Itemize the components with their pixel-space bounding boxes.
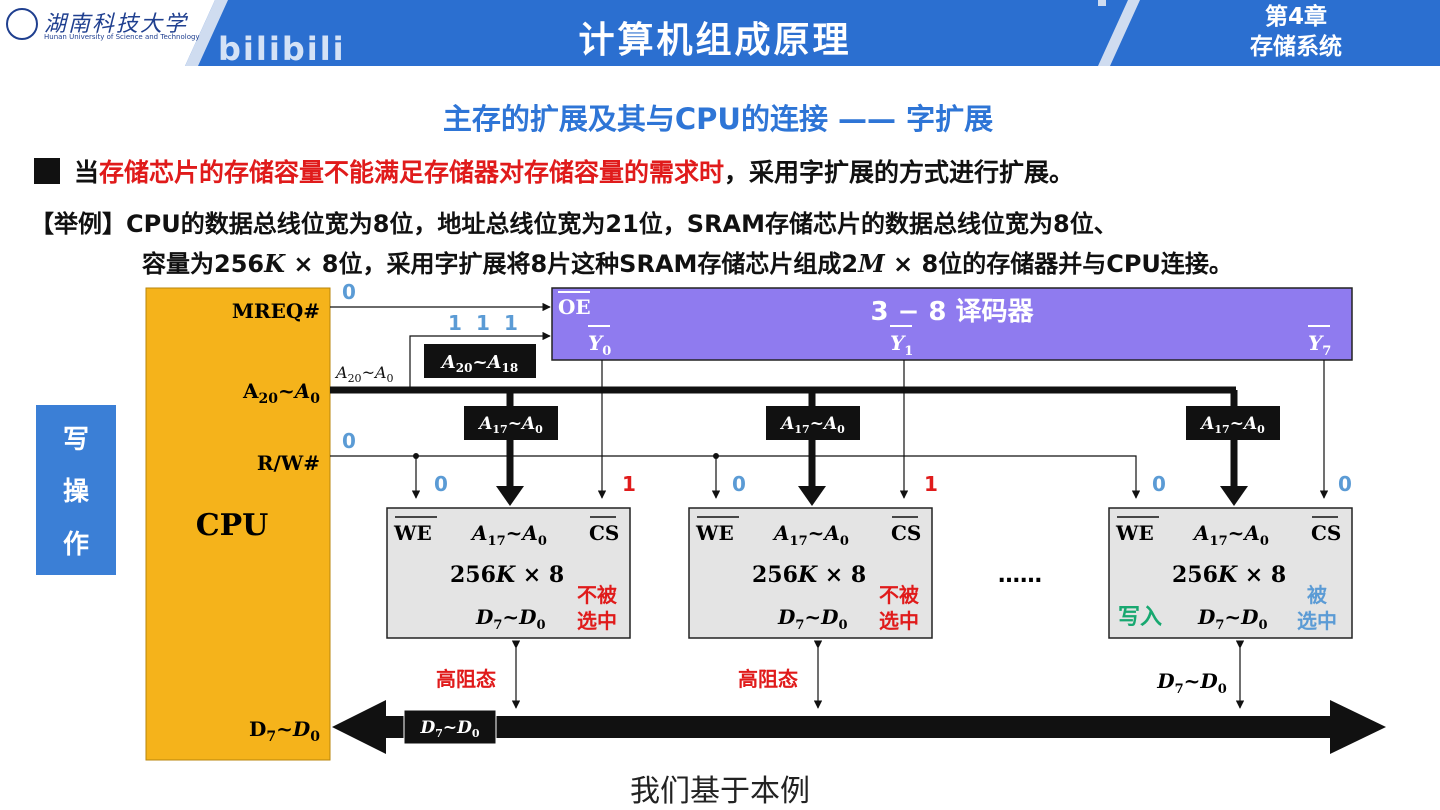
chip-1-cs-value: 1 <box>622 472 636 496</box>
address-drop-3: A17~A0 <box>1186 390 1280 506</box>
square-bullet-icon <box>34 158 60 184</box>
chip-2-bus-state: 高阻态 <box>738 667 798 691</box>
chip-1-cs: CS <box>589 521 619 545</box>
addr-high-tag-text: A20~A18 <box>440 352 518 375</box>
high-bit-value-1: 1 <box>448 311 462 335</box>
university-name: 湖南科技大学 <box>44 12 189 37</box>
high-bit-value-2: 1 <box>476 311 490 335</box>
chip-2-cs-value: 1 <box>924 472 938 496</box>
chip-1-capacity: 256K × 8 <box>450 562 564 588</box>
chapter-name: 存储系统 <box>1250 34 1342 60</box>
example-text-2b: K <box>264 249 285 278</box>
rw-value: 0 <box>342 429 356 453</box>
chip-2-capacity: 256K × 8 <box>752 562 866 588</box>
chip-2-cs: CS <box>891 521 921 545</box>
chip-8-status-2: 选中 <box>1297 609 1337 633</box>
bullet-prefix: 当 <box>74 158 100 187</box>
chip-8-write-label: 写入 <box>1118 605 1162 630</box>
cpu-pin-data: D7~D0 <box>249 717 320 745</box>
side-label-char-2: 操 <box>62 477 89 508</box>
chip-8-we: WE <box>1115 521 1154 545</box>
chip-2-status-1: 不被 <box>879 583 920 607</box>
mreq-value: 0 <box>342 280 356 304</box>
bullet-highlight: 存储芯片的存储容量不能满足存储器对存储容量的需求时 <box>99 158 725 187</box>
decoder-enable-pin: OE <box>558 295 591 319</box>
address-drop-2: A17~A0 <box>766 390 860 506</box>
rw-line <box>330 455 1141 499</box>
slide-subtitle: 主存的扩展及其与CPU的连接 —— 字扩展 <box>442 102 994 136</box>
decoder-title: 3 − 8 译码器 <box>870 297 1034 327</box>
svg-text:D7~D0: D7~D0 <box>419 718 479 740</box>
chapter-label: 第4章 存储系统 <box>1250 2 1342 62</box>
cpu-pin-addr: A20~A0 <box>242 379 320 407</box>
addr-high-tag <box>424 344 536 378</box>
chip-8-capacity: 256K × 8 <box>1172 562 1286 588</box>
example-text-2a: 容量为256 <box>142 250 265 278</box>
header-background <box>0 0 1440 66</box>
chip-8-we-value: 0 <box>1152 472 1166 496</box>
chip-1-data: D7~D0 <box>475 605 546 633</box>
example-line-1: 【举例】CPU的数据总线位宽为8位，地址总线位宽为21位，SRAM存储芯片的数据… <box>30 204 1118 239</box>
chip-1-bus-state: 高阻态 <box>436 667 496 691</box>
bullet-line: 当存储芯片的存储容量不能满足存储器对存储容量的需求时，采用字扩展的方式进行扩展。 <box>34 153 1074 189</box>
chip-8-cs-value: 0 <box>1338 472 1352 496</box>
chip-2-we: WE <box>695 521 734 545</box>
example-text-1: CPU的数据总线位宽为8位，地址总线位宽为21位，SRAM存储芯片的数据总线位宽… <box>126 210 1118 238</box>
cpu-block <box>145 287 331 761</box>
chip-8-status-1: 被 <box>1307 583 1328 607</box>
university-english-name: Hunan University of Science and Technolo… <box>44 33 200 41</box>
chip-1-we: WE <box>393 521 432 545</box>
chip-8-cs: CS <box>1311 521 1341 545</box>
subtitle-caption: 我们基于本例 <box>630 774 810 809</box>
bullet-suffix: ，采用字扩展的方式进行扩展。 <box>724 158 1075 187</box>
chip-1-status-1: 不被 <box>577 583 618 607</box>
svg-text:A17~A0: A17~A0 <box>779 414 845 436</box>
chip-8-addr: A17~A0 <box>1192 521 1269 549</box>
sram-chip-1: WE A17~A0 CS 256K × 8 D7~D0 不被 选中 <box>386 507 631 639</box>
high-bit-value-3: 1 <box>504 311 518 335</box>
example-text-2d: M <box>858 249 885 278</box>
data-bus: D7~D0 <box>332 700 1386 754</box>
chip-1-status-2: 选中 <box>577 609 617 633</box>
address-drop-1: A17~A0 <box>464 390 558 506</box>
chip-2-addr: A17~A0 <box>772 521 849 549</box>
svg-text:A17~A0: A17~A0 <box>477 414 543 436</box>
side-label-char-3: 作 <box>62 530 89 561</box>
header-bar: 湖南科技大学 Hunan University of Science and T… <box>0 0 1440 71</box>
sram-chip-2: WE A17~A0 CS 256K × 8 D7~D0 不被 选中 <box>688 507 933 639</box>
example-line-2: 容量为256K × 8位，采用字扩展将8片这种SRAM存储芯片组成2M × 8位… <box>142 244 1233 279</box>
chips-ellipsis: …… <box>998 563 1042 588</box>
course-title: 计算机组成原理 <box>578 20 852 61</box>
decoder-block <box>551 287 1353 361</box>
example-label: 【举例】 <box>30 210 126 238</box>
side-label-char-1: 写 <box>62 424 89 455</box>
cpu-pin-rw: R/W# <box>257 451 320 475</box>
chip-8-data: D7~D0 <box>1197 605 1268 633</box>
example-text-2c: × 8位，采用字扩展将8片这种SRAM存储芯片组成2 <box>284 250 859 278</box>
example-text-2e: × 8位的存储器并与CPU连接。 <box>884 250 1233 278</box>
cpu-label: CPU <box>196 508 269 543</box>
chip-1-addr: A17~A0 <box>470 521 547 549</box>
watermark-channel: 湖科大教书匠 <box>30 46 169 71</box>
addr-full-tag-text: A20~A0 <box>334 363 394 385</box>
high-address-line <box>409 331 551 388</box>
sram-chip-8: WE A17~A0 CS 256K × 8 写入 D7~D0 被 选中 <box>1108 507 1353 639</box>
cpu-pin-mreq: MREQ# <box>232 299 320 323</box>
write-operation-label: 写 操 作 <box>36 405 116 575</box>
chip-2-we-value: 0 <box>732 472 746 496</box>
svg-text:A17~A0: A17~A0 <box>1199 414 1265 436</box>
watermark-bilibili: bilibili <box>218 30 346 68</box>
university-emblem-icon <box>6 8 38 40</box>
chapter-number: 第4章 <box>1264 4 1327 30</box>
chip-2-data: D7~D0 <box>777 605 848 633</box>
chip-1-we-value: 0 <box>434 472 448 496</box>
chip-2-status-2: 选中 <box>879 609 919 633</box>
chip-8-bus-state: D7~D0 <box>1156 669 1227 697</box>
